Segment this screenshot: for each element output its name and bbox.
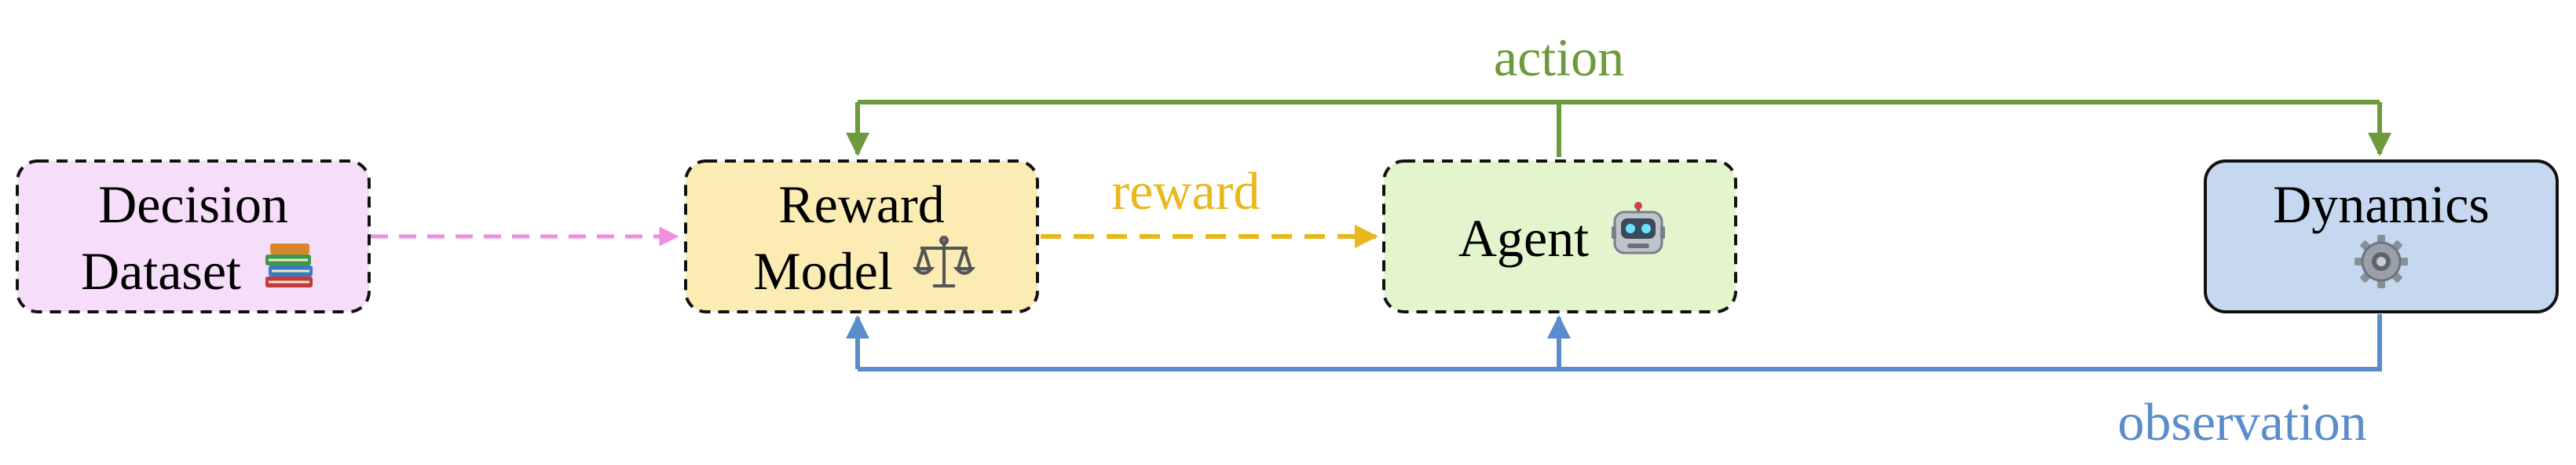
action-label: action — [1494, 27, 1624, 87]
gear-icon — [2355, 235, 2408, 288]
robot-icon — [1612, 202, 1665, 254]
agent-label: Agent — [1458, 208, 1589, 268]
balance-scale-icon — [912, 236, 976, 287]
reward-model-line1: Reward — [778, 174, 944, 234]
reward-model-node: Reward Model — [684, 159, 1039, 313]
reward-model-line2: Model — [753, 241, 893, 301]
observation-label: observation — [2117, 392, 2366, 452]
decision-dataset-line2: Dataset — [81, 241, 241, 301]
decision-dataset-node: Decision Dataset — [16, 159, 371, 313]
agent-node: Agent — [1382, 159, 1737, 313]
observation-edge — [846, 314, 2382, 372]
decision-dataset-line1: Decision — [98, 174, 288, 234]
action-edge — [846, 100, 2391, 157]
dynamics-node: Dynamics — [2204, 159, 2559, 313]
books-icon — [265, 243, 313, 287]
dynamics-label: Dynamics — [2273, 174, 2490, 234]
reward-label: reward — [1112, 161, 1261, 221]
